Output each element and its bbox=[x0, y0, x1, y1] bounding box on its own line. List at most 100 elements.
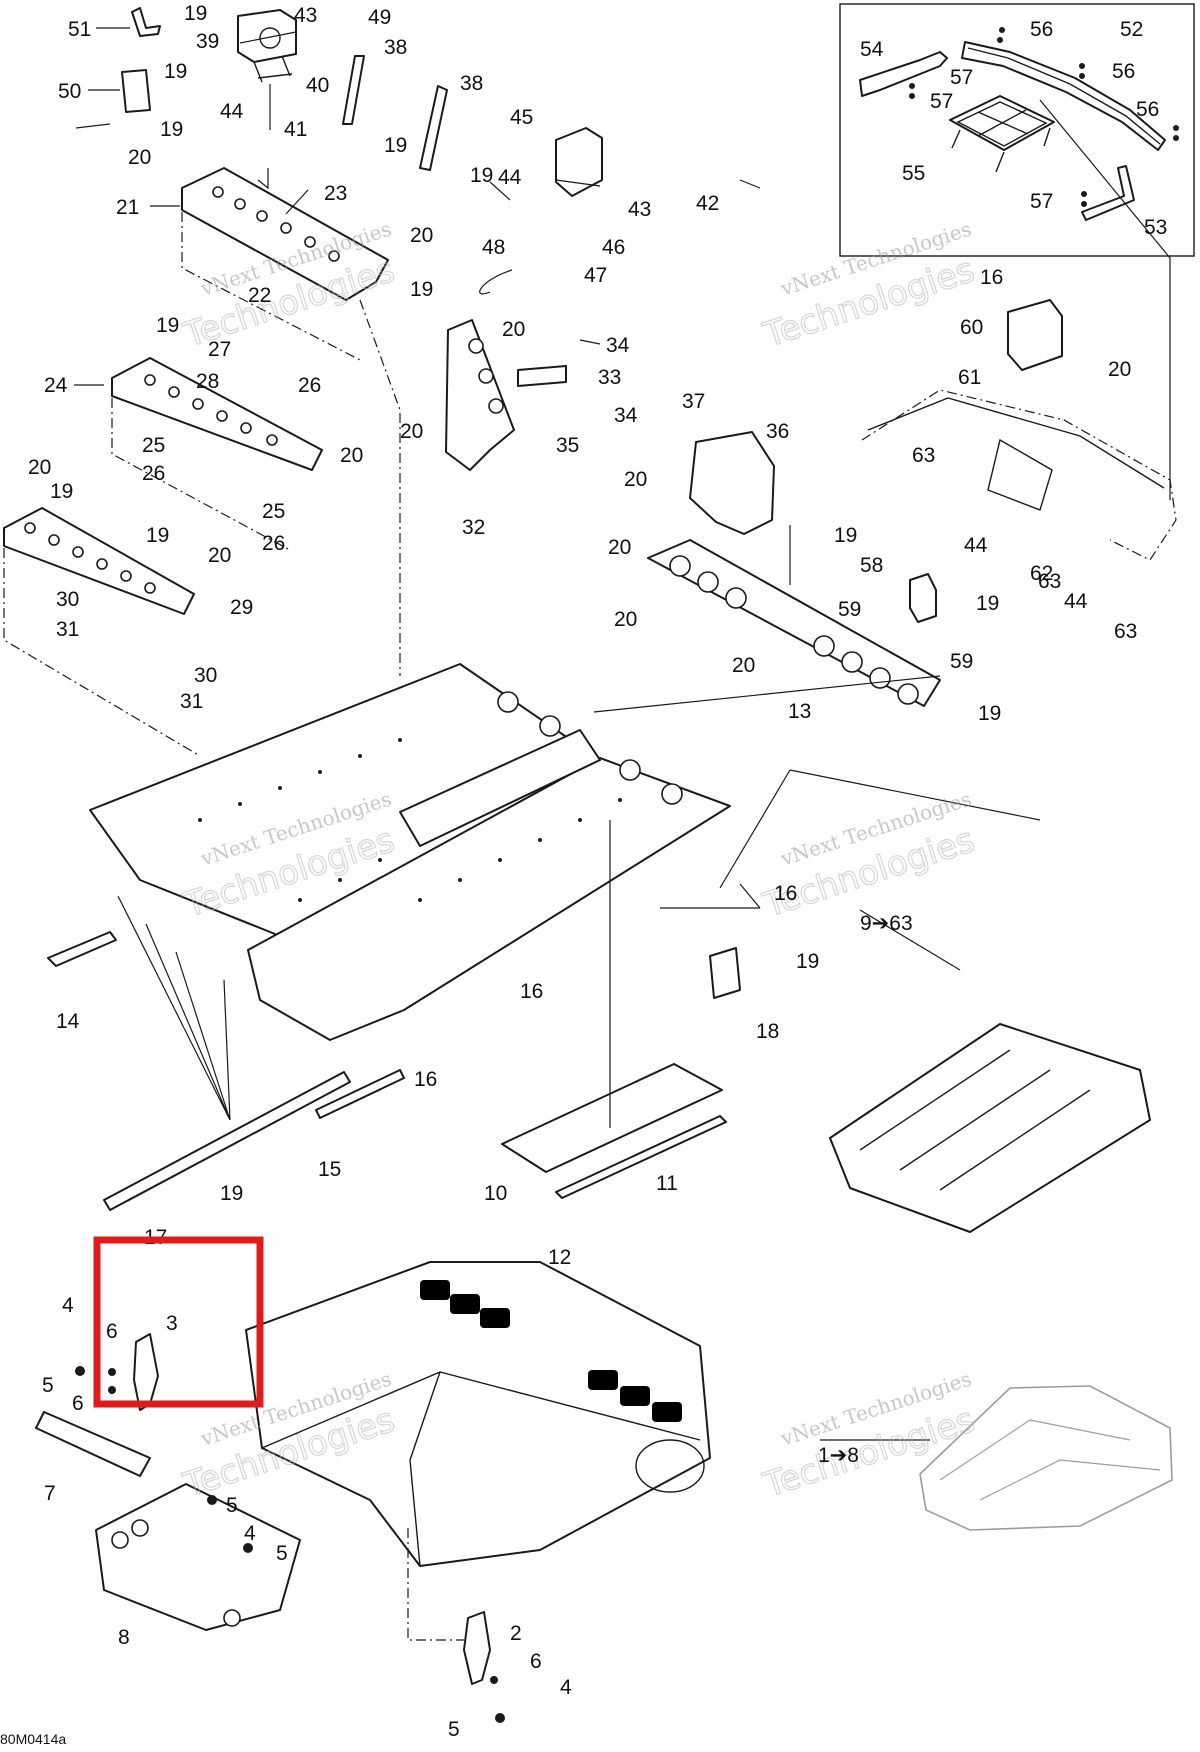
ghost-front-frame bbox=[919, 1385, 1173, 1531]
callout-c19f: 19 bbox=[410, 278, 433, 301]
callout-c54: 54 bbox=[860, 38, 884, 61]
callout-c31a: 31 bbox=[56, 618, 79, 641]
bracket-58 bbox=[909, 573, 937, 623]
callout-c35: 35 bbox=[556, 434, 579, 457]
tunnel-top-ridge bbox=[399, 729, 601, 847]
callout-c5a: 5 bbox=[42, 1374, 54, 1397]
callout-c4b: 4 bbox=[244, 1522, 256, 1545]
callout-c4a: 4 bbox=[62, 1294, 74, 1317]
tunnel-mat-10 bbox=[501, 1063, 723, 1173]
drawing-code: 80M0414a bbox=[0, 1731, 66, 1747]
callout-c41: 41 bbox=[284, 118, 307, 141]
crossmember-13 bbox=[647, 539, 941, 707]
callout-c44a: 44 bbox=[220, 100, 244, 123]
callout-c42: 42 bbox=[696, 192, 719, 215]
callout-c25a: 25 bbox=[142, 434, 165, 457]
callout-c7: 7 bbox=[44, 1482, 56, 1505]
plate-21 bbox=[181, 167, 389, 301]
callout-c28: 28 bbox=[196, 370, 219, 393]
bracket-32-holes bbox=[468, 338, 504, 414]
frame-holes bbox=[420, 1280, 682, 1422]
callout-c34a: 34 bbox=[606, 334, 630, 357]
callout-c47: 47 bbox=[584, 264, 607, 287]
callout-c1to8: 1➔8 bbox=[818, 1444, 859, 1467]
callout-c19b: 19 bbox=[164, 60, 187, 83]
callout-c30b: 30 bbox=[194, 664, 217, 687]
callout-c16a: 16 bbox=[980, 266, 1003, 289]
callout-c33: 33 bbox=[598, 366, 621, 389]
callout-c43b: 43 bbox=[628, 198, 651, 221]
callout-c36: 36 bbox=[766, 420, 789, 443]
callout-c20j: 20 bbox=[614, 608, 637, 631]
callout-c26c: 26 bbox=[262, 532, 285, 555]
callout-c25b: 25 bbox=[262, 500, 285, 523]
callout-c19a: 19 bbox=[184, 2, 207, 25]
callout-c61: 61 bbox=[958, 366, 981, 389]
callout-c63b: 63 bbox=[1038, 570, 1061, 593]
callout-c19d: 19 bbox=[384, 134, 407, 157]
callout-c6b: 6 bbox=[72, 1392, 84, 1415]
bracket-45 bbox=[555, 127, 603, 197]
rail-15 bbox=[315, 1069, 405, 1119]
plate-7 bbox=[35, 1411, 151, 1477]
callout-c19i: 19 bbox=[146, 524, 169, 547]
housing-39 bbox=[237, 9, 297, 63]
front-frame bbox=[245, 1261, 711, 1567]
callout-c20d: 20 bbox=[400, 420, 423, 443]
tunnel-assembly bbox=[47, 663, 741, 1211]
bracket-3 bbox=[133, 1333, 159, 1411]
callout-c3: 3 bbox=[166, 1312, 178, 1335]
callout-c19l: 19 bbox=[976, 592, 999, 615]
callout-c9to63: 9➔63 bbox=[860, 912, 913, 935]
callout-c20i: 20 bbox=[608, 536, 631, 559]
callout-c48: 48 bbox=[482, 236, 505, 259]
callout-c6c: 6 bbox=[530, 1650, 542, 1673]
rod-38-right bbox=[419, 85, 448, 171]
rail-17 bbox=[103, 1071, 351, 1211]
callout-c23: 23 bbox=[324, 182, 347, 205]
callout-c39: 39 bbox=[196, 30, 219, 53]
bracket-50 bbox=[121, 69, 151, 113]
callout-c19c: 19 bbox=[160, 118, 183, 141]
tunnel-rivets bbox=[198, 738, 622, 902]
callout-c22: 22 bbox=[248, 284, 271, 307]
callout-c38b: 38 bbox=[460, 72, 483, 95]
callout-c37: 37 bbox=[682, 390, 705, 413]
rail-14 bbox=[47, 931, 117, 967]
callout-c5d: 5 bbox=[448, 1718, 460, 1741]
callout-c20h: 20 bbox=[624, 468, 647, 491]
callout-c13: 13 bbox=[788, 700, 811, 723]
callout-c44d: 44 bbox=[1064, 590, 1088, 613]
cross-plates bbox=[3, 167, 401, 757]
callout-c4c: 4 bbox=[560, 1676, 572, 1699]
steering-support-brackets bbox=[121, 7, 448, 171]
callout-c58: 58 bbox=[860, 554, 883, 577]
strip-11 bbox=[555, 1115, 727, 1199]
callout-c19j: 19 bbox=[834, 524, 857, 547]
callout-c40: 40 bbox=[306, 74, 329, 97]
callout-c5c: 5 bbox=[276, 1542, 288, 1565]
bracket-60 bbox=[1007, 299, 1063, 371]
bracket-51 bbox=[131, 7, 161, 37]
bracket-33 bbox=[517, 365, 567, 387]
callout-c57c: 57 bbox=[1030, 190, 1053, 213]
callout-c43a: 43 bbox=[294, 4, 317, 27]
callout-c8: 8 bbox=[118, 1626, 130, 1649]
callout-c14: 14 bbox=[56, 1010, 80, 1033]
callout-c20l: 20 bbox=[1108, 358, 1131, 381]
callout-c34b: 34 bbox=[614, 404, 638, 427]
bumper-bracket-right bbox=[1081, 165, 1135, 221]
callout-c5b: 5 bbox=[226, 1494, 238, 1517]
rod-38-left bbox=[342, 55, 365, 125]
callout-c56a: 56 bbox=[1030, 18, 1053, 41]
callout-c26b: 26 bbox=[142, 462, 165, 485]
callout-c52: 52 bbox=[1120, 18, 1143, 41]
leader-lines bbox=[74, 27, 1171, 1441]
callout-c20g: 20 bbox=[208, 544, 231, 567]
steering-column-support bbox=[445, 127, 603, 471]
rear-bumper-bar bbox=[961, 41, 1166, 151]
callout-c51: 51 bbox=[68, 18, 91, 41]
callout-c32: 32 bbox=[462, 516, 485, 539]
ghost-tunnel-assembly bbox=[829, 1023, 1151, 1233]
